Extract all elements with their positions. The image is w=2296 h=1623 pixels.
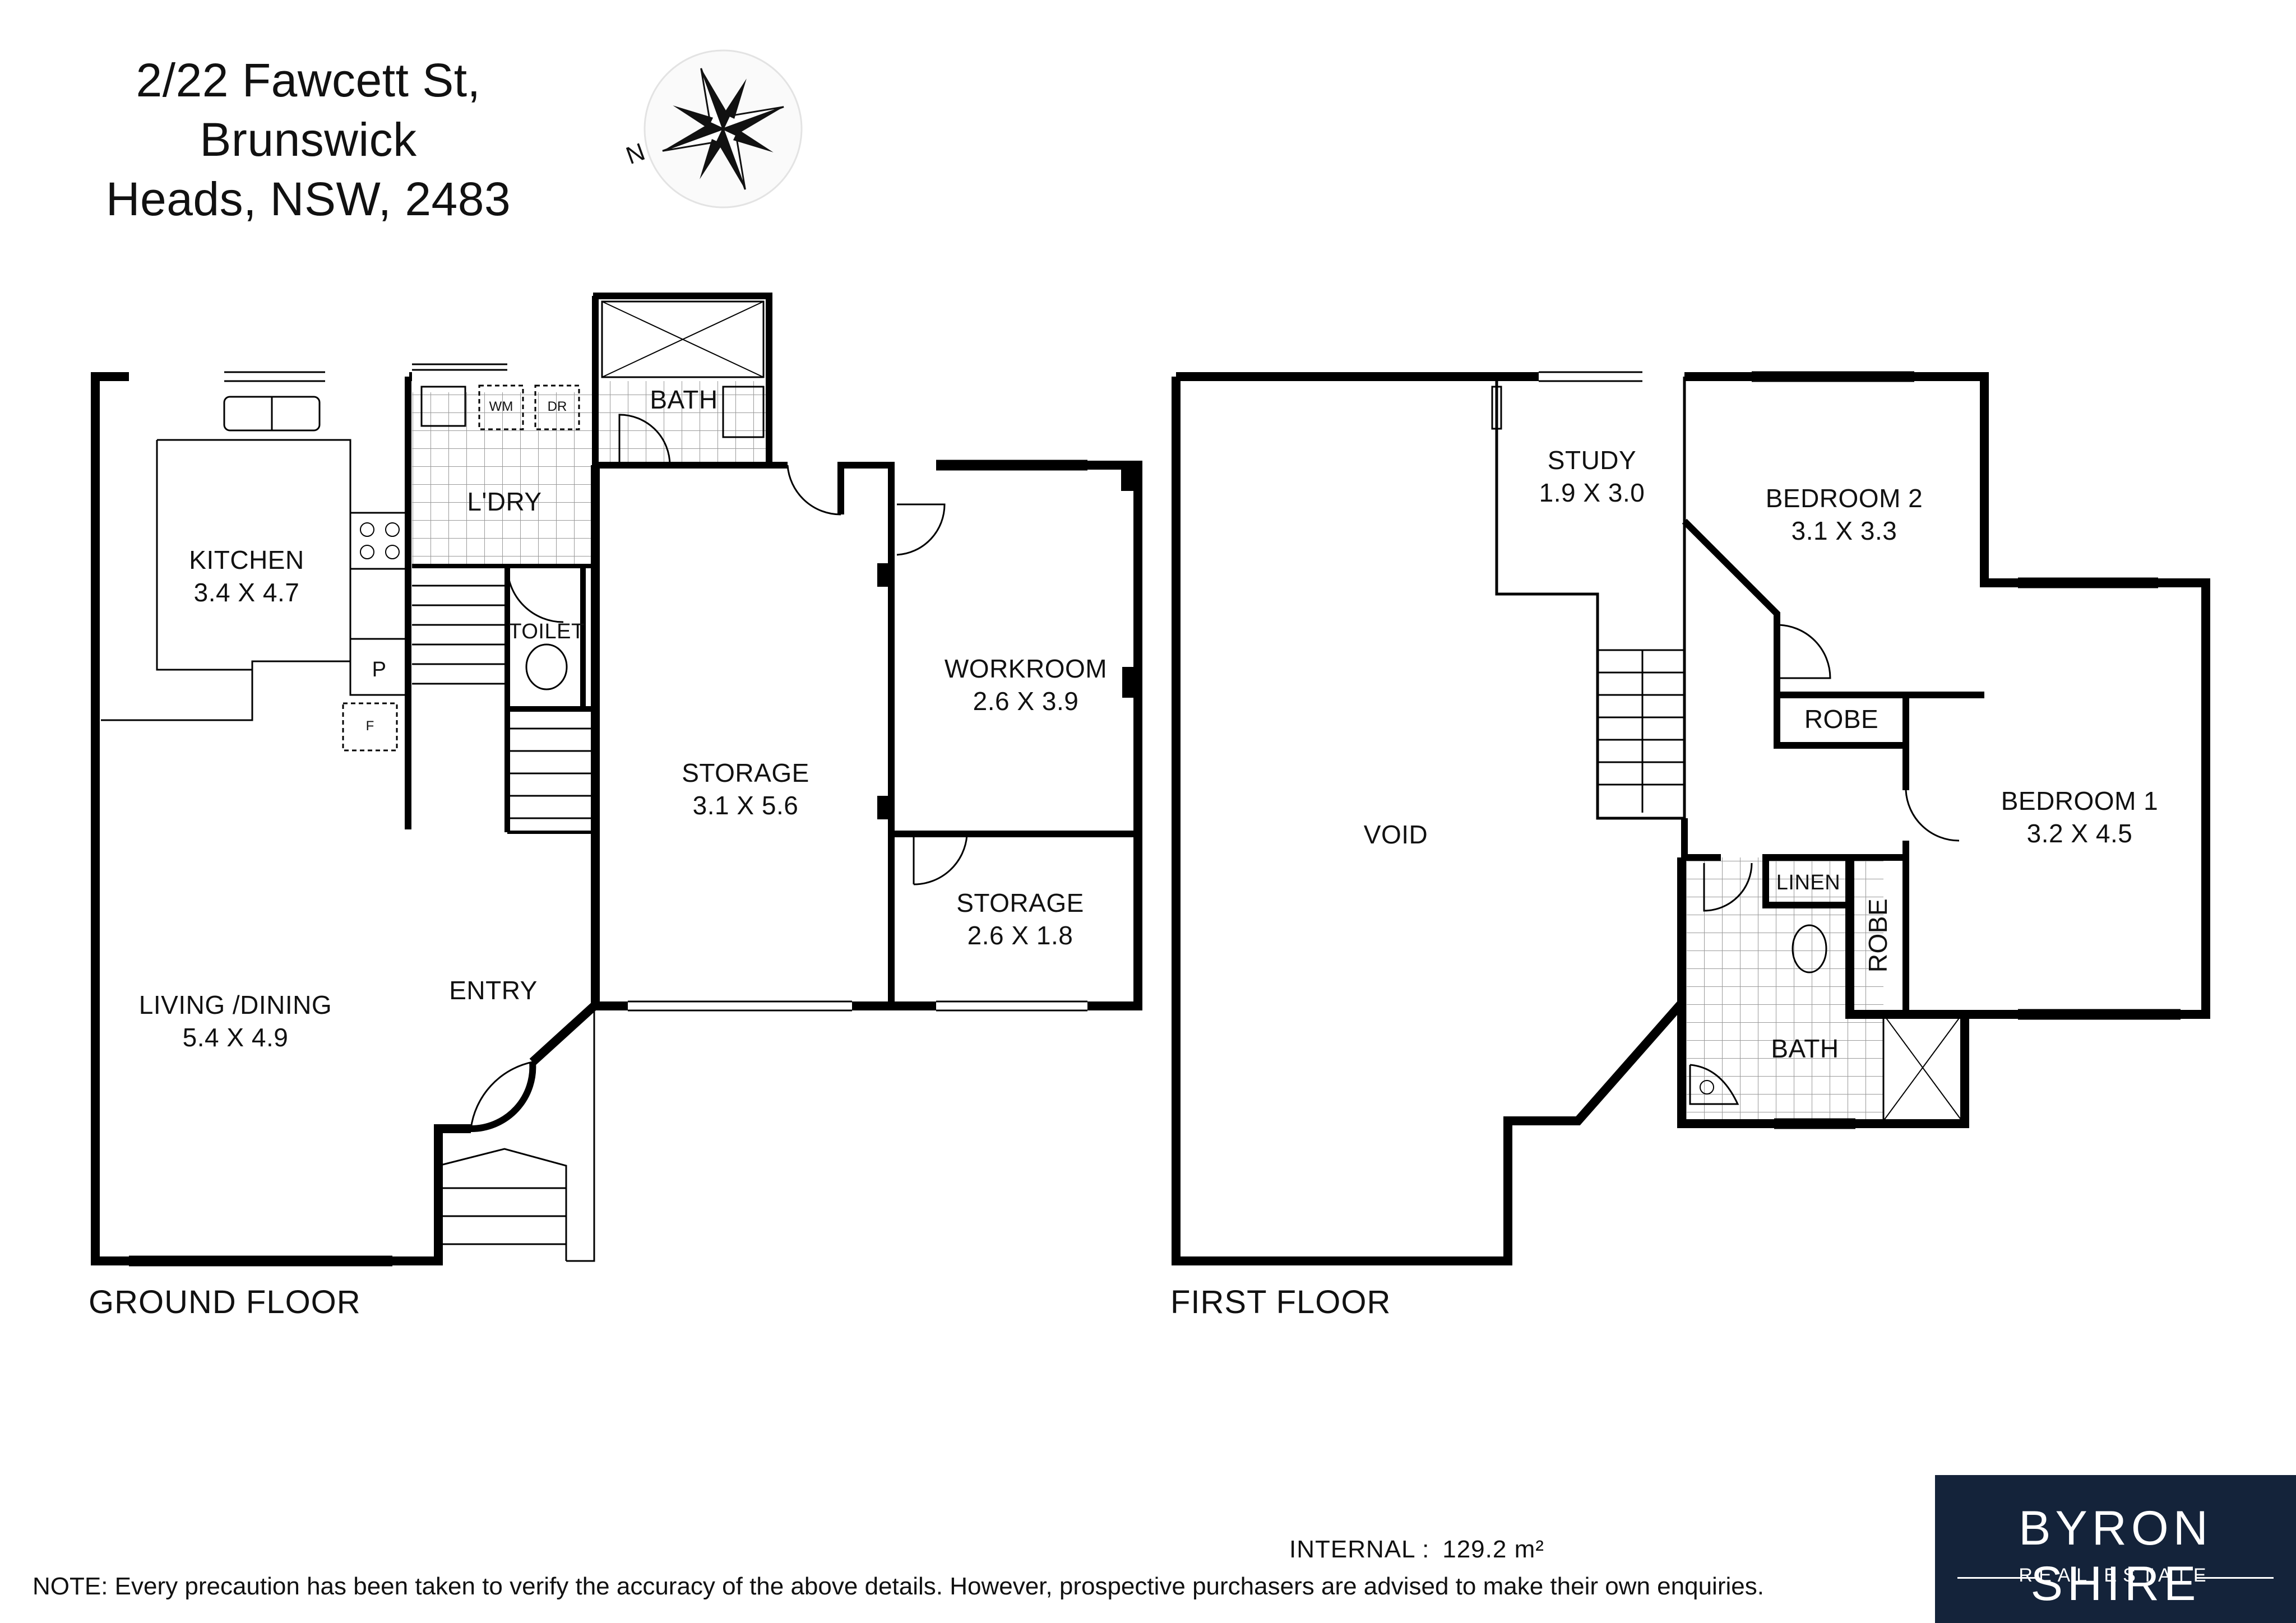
storage-door bbox=[786, 465, 841, 516]
room-size: 2.6 X 1.8 bbox=[967, 921, 1073, 950]
brand-tagline: REAL ESTATE bbox=[2019, 1565, 2212, 1586]
workroom-door bbox=[896, 503, 946, 556]
storage-outer-wall bbox=[591, 465, 628, 1010]
brand-name: BYRON SHIRE bbox=[2019, 1501, 2212, 1611]
room-name: ROBE bbox=[1863, 898, 1892, 973]
address-line-1: 2/22 Fawcett St, Brunswick bbox=[136, 54, 481, 166]
bath-tiles bbox=[595, 381, 772, 465]
room-name: BATH bbox=[1771, 1034, 1839, 1063]
room-living-dining: LIVING /DINING 5.4 X 4.9 bbox=[129, 989, 342, 1054]
room-name: ROBE bbox=[1804, 704, 1879, 734]
fixture-pantry: P bbox=[372, 658, 387, 681]
room-toilet: TOILET bbox=[504, 615, 589, 648]
compass-rose bbox=[644, 49, 803, 208]
living-outer-wall bbox=[91, 372, 471, 1265]
fixture-fridge: F bbox=[365, 718, 374, 734]
entry-door bbox=[470, 1061, 536, 1133]
room-laundry: L'DRY bbox=[437, 485, 572, 518]
room-bath-first: BATH bbox=[1749, 1032, 1861, 1065]
room-storage-main: STORAGE 3.1 X 5.6 bbox=[645, 757, 846, 822]
upstairs-bath-wall bbox=[1677, 857, 1969, 1128]
first-floor-title: FIRST FLOOR bbox=[1170, 1284, 1391, 1320]
room-name: BEDROOM 1 bbox=[2001, 786, 2159, 815]
room-size: 3.1 X 3.3 bbox=[1791, 516, 1897, 545]
stairs-first bbox=[1598, 649, 1684, 813]
room-robe-bedroom-2: ROBE bbox=[1780, 703, 1902, 735]
fixture-washing-machine: WM bbox=[489, 399, 513, 414]
room-name: TOILET bbox=[508, 620, 585, 643]
room-name: STORAGE bbox=[682, 758, 809, 787]
basin bbox=[1689, 1064, 1739, 1105]
fridge bbox=[342, 702, 398, 752]
bedroom1-door bbox=[1905, 790, 1960, 842]
room-study: STUDY 1.9 X 3.0 bbox=[1502, 444, 1682, 509]
room-storage-small: STORAGE 2.6 X 1.8 bbox=[931, 887, 1110, 952]
room-name: L'DRY bbox=[467, 487, 542, 516]
stairs-ground bbox=[412, 585, 595, 1262]
room-name: BATH bbox=[650, 385, 718, 414]
disclaimer-note: NOTE: Every precaution has been taken to… bbox=[33, 1573, 1764, 1600]
brand-logo: BYRON SHIRE REAL ESTATE bbox=[1935, 1475, 2296, 1623]
room-kitchen: KITCHEN 3.4 X 4.7 bbox=[157, 544, 336, 609]
room-name: BEDROOM 2 bbox=[1765, 484, 1923, 513]
first-floor-plan bbox=[1172, 371, 2210, 1265]
room-size: 3.4 X 4.7 bbox=[193, 578, 300, 607]
internal-area-label: INTERNAL : bbox=[1289, 1536, 1430, 1563]
shower bbox=[601, 300, 765, 378]
room-name: LINEN bbox=[1776, 871, 1841, 894]
room-name: LIVING /DINING bbox=[138, 990, 332, 1019]
room-name: VOID bbox=[1363, 820, 1428, 849]
room-name: STORAGE bbox=[956, 888, 1084, 917]
cooktop bbox=[349, 512, 409, 570]
internal-area: INTERNAL : 129.2 m² bbox=[1289, 1536, 1544, 1564]
room-size: 3.1 X 5.6 bbox=[692, 791, 799, 820]
washing-machine bbox=[478, 384, 524, 430]
fixture-dryer: DR bbox=[547, 399, 567, 414]
property-address: 2/22 Fawcett St, Brunswick Heads, NSW, 2… bbox=[39, 50, 577, 229]
bedroom2-door bbox=[1776, 624, 1831, 679]
void-outer-wall bbox=[1172, 377, 1686, 1265]
room-linen: LINEN bbox=[1769, 866, 1848, 899]
ground-floor-title: GROUND FLOOR bbox=[89, 1284, 361, 1320]
upstairs-bath-door bbox=[1703, 862, 1753, 912]
laundry-tiles bbox=[412, 392, 597, 566]
room-name: STUDY bbox=[1547, 446, 1637, 475]
kitchen-bench bbox=[101, 439, 351, 721]
room-void: VOID bbox=[1312, 818, 1480, 851]
robe-bedroom2 bbox=[1774, 692, 1909, 749]
pantry bbox=[349, 638, 409, 696]
room-name: KITCHEN bbox=[189, 545, 304, 574]
workroom-outer-wall bbox=[936, 461, 1142, 1010]
address-line-2: Heads, NSW, 2483 bbox=[105, 173, 511, 225]
room-bedroom-2: BEDROOM 2 3.1 X 3.3 bbox=[1749, 482, 1939, 547]
toilet-bowl bbox=[525, 643, 568, 690]
room-size: 2.6 X 3.9 bbox=[973, 687, 1079, 716]
upstairs-toilet bbox=[1792, 924, 1827, 973]
room-size: 3.2 X 4.5 bbox=[2026, 819, 2133, 848]
dryer bbox=[534, 384, 580, 430]
room-name: ENTRY bbox=[449, 976, 538, 1005]
room-workroom: WORKROOM 2.6 X 3.9 bbox=[919, 652, 1132, 717]
room-name: WORKROOM bbox=[944, 654, 1108, 683]
room-size: 5.4 X 4.9 bbox=[182, 1023, 289, 1052]
entry-side-wall bbox=[529, 1003, 598, 1065]
room-size: 1.9 X 3.0 bbox=[1539, 478, 1645, 507]
room-bath-ground: BATH bbox=[628, 383, 740, 416]
robe-bedroom1 bbox=[1846, 854, 1909, 1018]
ground-floor-plan bbox=[91, 293, 1142, 1267]
windows bbox=[129, 363, 1087, 1267]
internal-area-value: 129.2 m² bbox=[1442, 1536, 1544, 1563]
room-bedroom-1: BEDROOM 1 3.2 X 4.5 bbox=[1973, 785, 2186, 850]
study-wall bbox=[1495, 377, 1686, 820]
room-robe-bedroom-1: ROBE bbox=[1862, 862, 1894, 1008]
room-entry: ENTRY bbox=[432, 974, 555, 1007]
storage-top-wall-2 bbox=[837, 462, 895, 514]
storage-small-door bbox=[913, 834, 968, 885]
